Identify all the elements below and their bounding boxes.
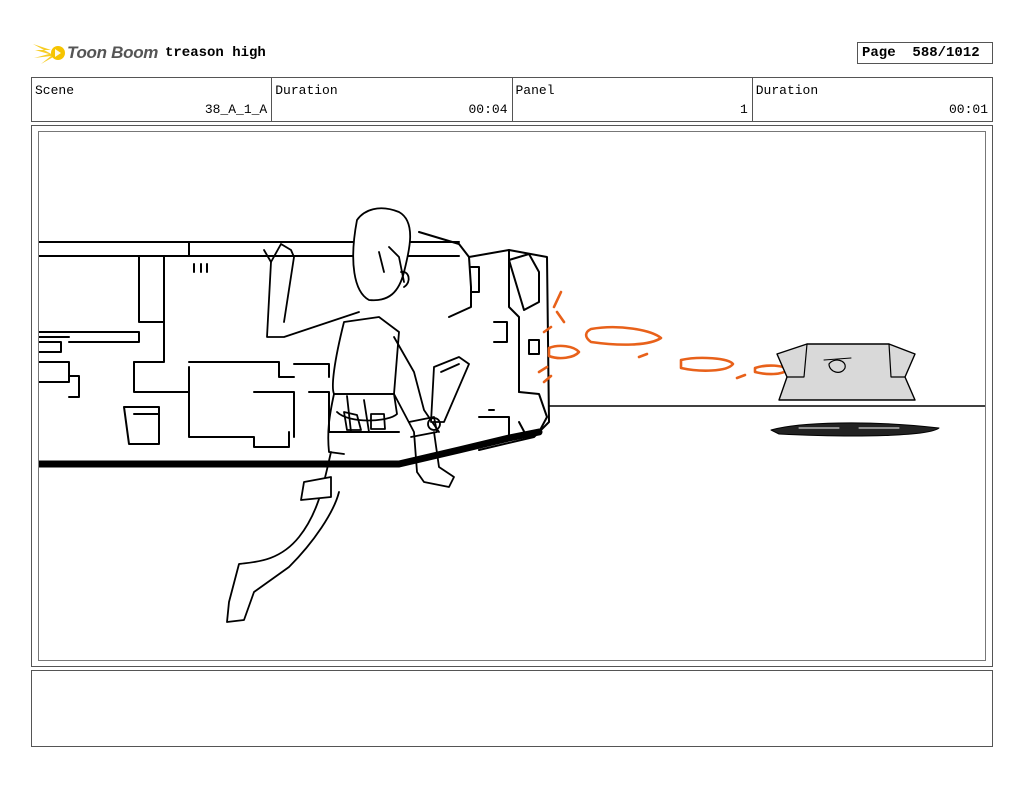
panel-duration-cell: Duration 00:01	[753, 78, 992, 121]
scene-cell: Scene 38_A_1_A	[32, 78, 273, 121]
panel-label: Panel	[515, 83, 555, 98]
page-value: 588/1012	[912, 45, 980, 61]
scene-duration-value: 00:04	[468, 102, 508, 117]
logo-text: Toon Boom	[67, 43, 159, 62]
scene-duration-cell: Duration 00:04	[272, 78, 513, 121]
panel-value: 1	[739, 102, 748, 117]
page-label: Page	[862, 45, 896, 61]
character-sketch	[226, 207, 470, 623]
storyboard-sketch	[39, 207, 985, 623]
scene-duration-label: Duration	[275, 83, 338, 98]
distant-turret	[770, 343, 940, 437]
armored-crate	[418, 231, 550, 451]
panel-duration-value: 00:01	[948, 102, 988, 117]
page-counter: Page 588/1012	[857, 42, 993, 64]
panel-notes	[31, 670, 993, 747]
storyboard-panel	[38, 131, 986, 661]
scene-label: Scene	[35, 83, 75, 98]
project-title: treason high	[165, 45, 266, 61]
toon-boom-comet-icon	[33, 44, 65, 64]
panel-cell: Panel 1	[513, 78, 753, 121]
scene-value: 38_A_1_A	[204, 102, 268, 117]
scene-info-row: Scene 38_A_1_A Duration 00:04 Panel 1 Du…	[31, 77, 993, 122]
storyboard-panel-frame	[31, 125, 993, 667]
page-header: Toon Boom treason high Page 588/1012	[31, 36, 993, 70]
machine-base	[39, 428, 543, 468]
toon-boom-logo: Toon Boom	[31, 38, 158, 68]
panel-duration-label: Duration	[755, 83, 819, 98]
